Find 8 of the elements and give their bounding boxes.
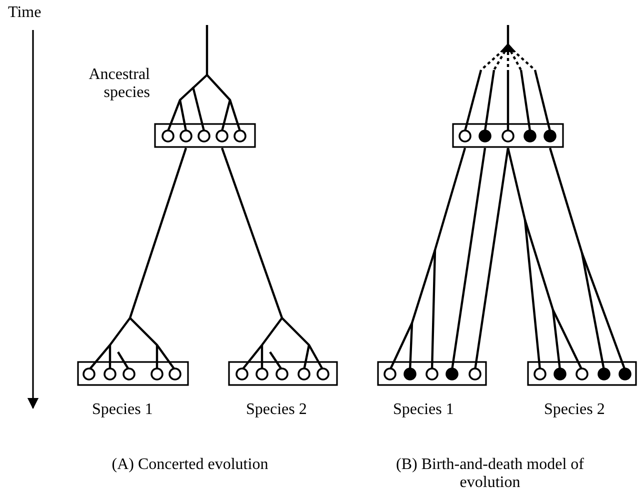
species-label: Species 2 bbox=[544, 401, 606, 419]
species-label: Species 1 bbox=[92, 401, 154, 419]
species-label: Species 2 bbox=[246, 401, 308, 419]
species-label: Species 1 bbox=[393, 401, 455, 419]
axis-label: Time bbox=[8, 4, 42, 22]
panel-caption: (A) Concerted evolution bbox=[110, 456, 270, 474]
panel-caption: (B) Birth-and-death model of evolution bbox=[395, 456, 585, 492]
ancestral-species-label: Ancestral species bbox=[88, 66, 150, 102]
